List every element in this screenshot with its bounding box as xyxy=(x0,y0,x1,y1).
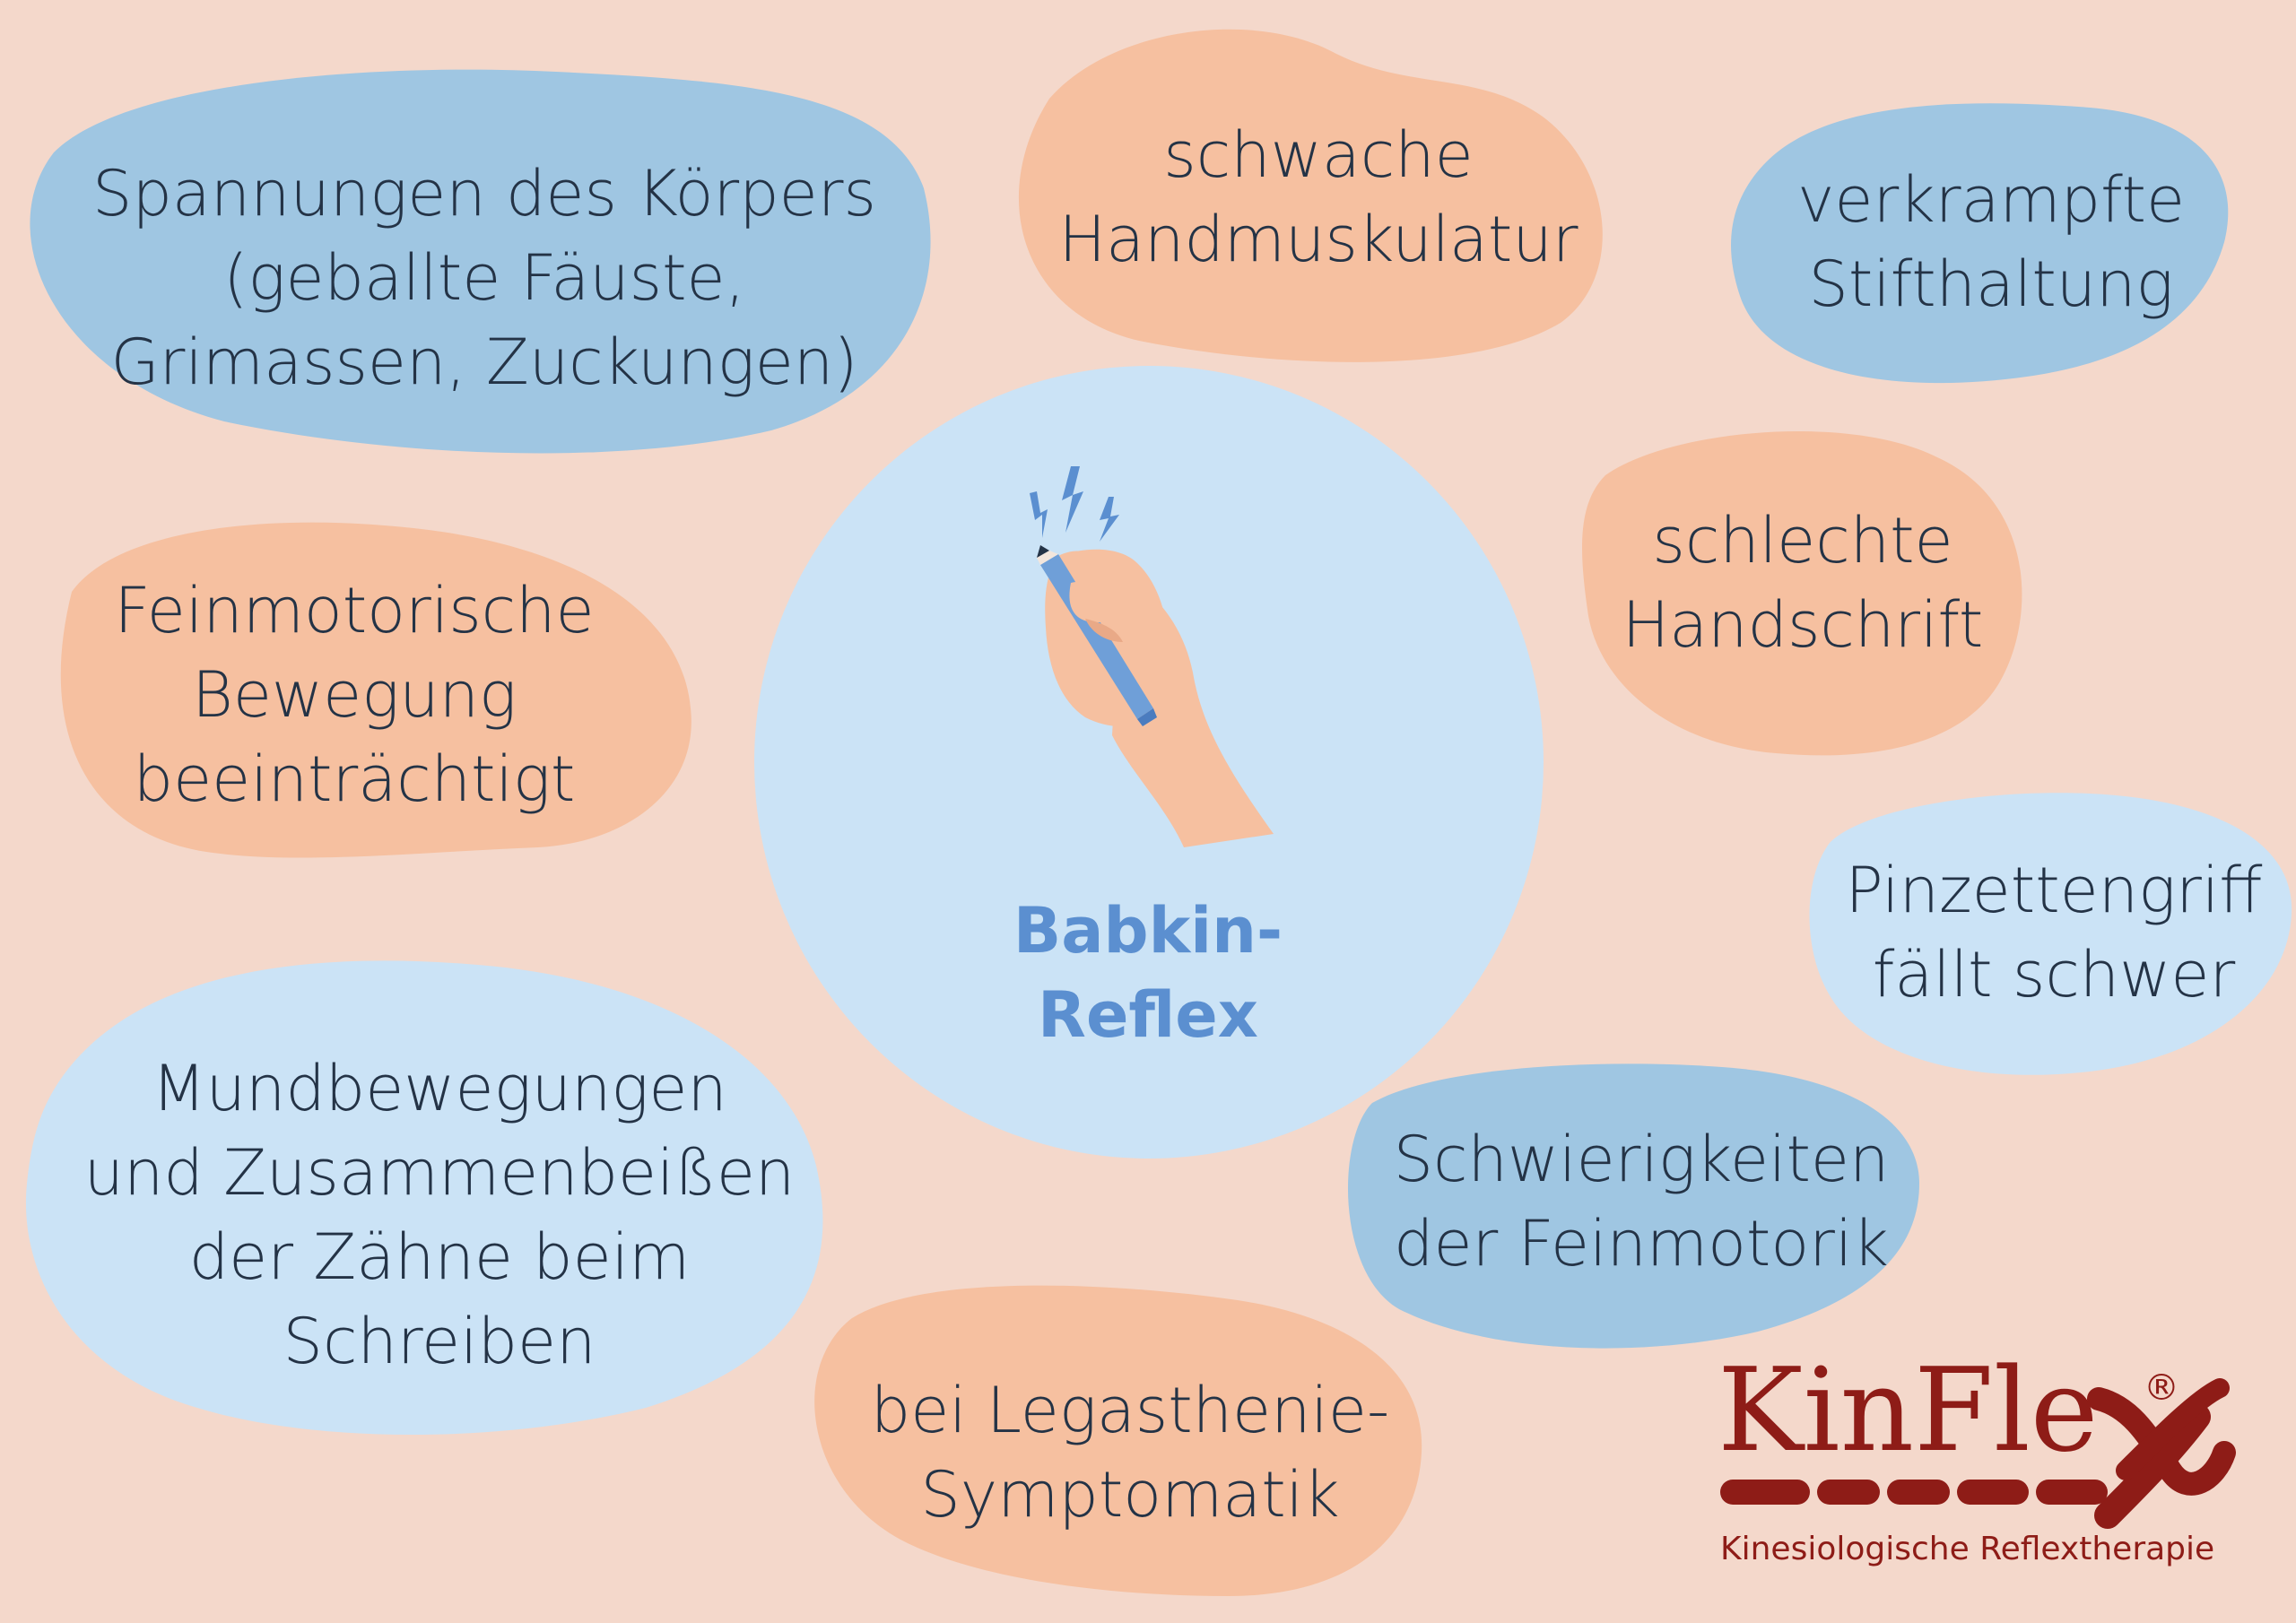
bubble-verkrampfte-text: verkrampfte Stifthaltung xyxy=(1796,163,2186,321)
blob-mund xyxy=(25,960,823,1435)
logo-wordmark: KinFle xyxy=(1718,1344,2099,1478)
bubble-schwache-text: schwache Handmuskulatur xyxy=(1058,118,1578,276)
blob-verkrampfte xyxy=(1731,103,2229,384)
blob-pinzetten xyxy=(1809,793,2292,1075)
blob-schwache xyxy=(1018,29,1603,362)
center-title: Babkin- Reflex xyxy=(1013,894,1283,1052)
bubble-schwierig-text: Schwierigkeiten der Feinmotorik xyxy=(1393,1123,1890,1280)
blob-schwierig xyxy=(1347,1063,1919,1349)
bubble-feinmotorische-text: Feinmotorische Bewegung beeinträchtigt xyxy=(114,574,595,816)
logo-subtitle: Kinesiologische Reflextherapie xyxy=(1720,1531,2215,1567)
blob-spannungen xyxy=(30,69,931,454)
bubble-pinzetten-text: Pinzettengriff fällt schwer xyxy=(1845,854,2263,1011)
blob-feinmotorische xyxy=(60,522,691,858)
bubble-legasthenie-text: bei Legasthenie- Symptomatik xyxy=(870,1374,1390,1532)
bubble-spannungen-text: Spannungen des Körpers (geballte Fäuste,… xyxy=(92,157,876,399)
bubble-schlechte-text: schlechte Handschrift xyxy=(1622,504,1984,662)
blob-legasthenie xyxy=(814,1285,1422,1596)
blob-schlechte xyxy=(1582,431,2022,756)
logo-registered-mark: ® xyxy=(2144,1367,2179,1409)
bubble-mund-text: Mundbewegungen und Zusammenbeißen der Zä… xyxy=(83,1052,796,1378)
